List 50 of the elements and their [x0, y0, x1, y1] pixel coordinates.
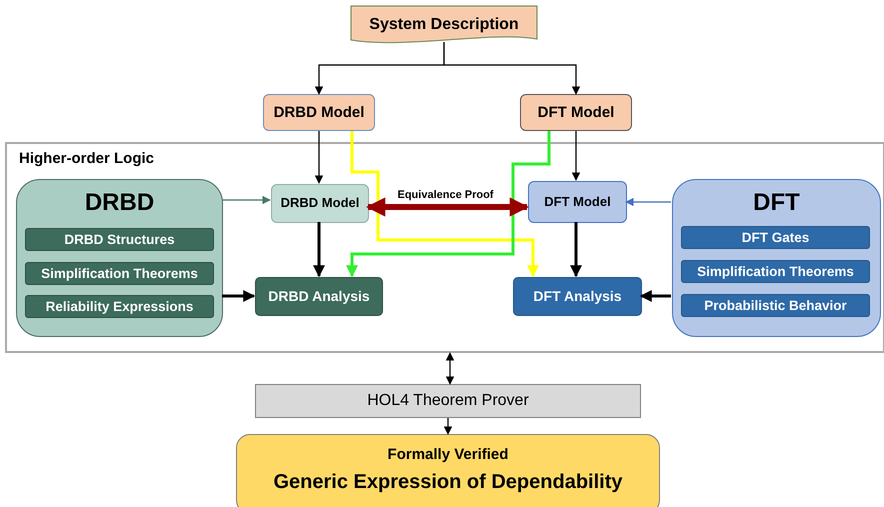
arrow: [444, 418, 452, 435]
node-label: HOL4 Theorem Prover: [367, 392, 529, 410]
group-panel: [672, 179, 881, 337]
node-label: Probabilistic Behavior: [704, 298, 847, 314]
model-box: [520, 94, 632, 131]
group-heading: DFT: [753, 189, 800, 217]
node-label: DFT Model: [538, 104, 614, 122]
item-bar: [681, 226, 870, 249]
group-panel: [16, 179, 223, 337]
item-bar: [25, 228, 214, 251]
item-bar: [681, 260, 870, 283]
node-label: DRBD Analysis: [268, 288, 370, 305]
node-label: Simplification Theorems: [41, 266, 198, 282]
node-label: DRBD Model: [274, 104, 364, 122]
model-box: [271, 184, 369, 223]
arrow: [313, 222, 325, 278]
analysis-box: [513, 277, 642, 316]
group-heading: DRBD: [84, 189, 154, 217]
result-subtitle: Formally Verified: [388, 446, 508, 464]
double-arrow: [446, 352, 454, 385]
model-box: [263, 94, 375, 131]
item-bar: [681, 294, 870, 317]
node-label: System Description: [369, 16, 519, 34]
arrow: [443, 42, 580, 95]
node-label: DRBD Structures: [64, 232, 175, 248]
edge-label: Equivalence Proof: [396, 189, 496, 201]
result-title: Generic Expression of Dependability: [274, 471, 622, 494]
node-label: DRBD Model: [280, 196, 360, 211]
double-arrow: [366, 197, 529, 217]
frame-heading: Higher-order Logic: [19, 150, 154, 168]
analysis-box: [255, 277, 383, 316]
arrow: [572, 131, 580, 181]
prover-box: [255, 384, 641, 418]
node-label: DFT Gates: [742, 230, 810, 246]
node-label: DFT Model: [544, 194, 611, 210]
arrow: [222, 290, 256, 302]
node-label: Reliability Expressions: [46, 298, 194, 314]
arrow: [314, 131, 324, 184]
result-box: [236, 434, 660, 507]
arrow: [222, 196, 271, 204]
model-box: [528, 181, 627, 223]
arrow: [625, 198, 671, 206]
arrow: [640, 290, 671, 302]
node-label: Simplification Theorems: [697, 264, 854, 280]
item-bar: [25, 262, 214, 285]
node-label: DFT Analysis: [533, 288, 622, 305]
frame-panel: [5, 142, 884, 353]
arrow: [570, 222, 582, 278]
document-shape: [350, 5, 538, 45]
item-bar: [25, 295, 214, 318]
